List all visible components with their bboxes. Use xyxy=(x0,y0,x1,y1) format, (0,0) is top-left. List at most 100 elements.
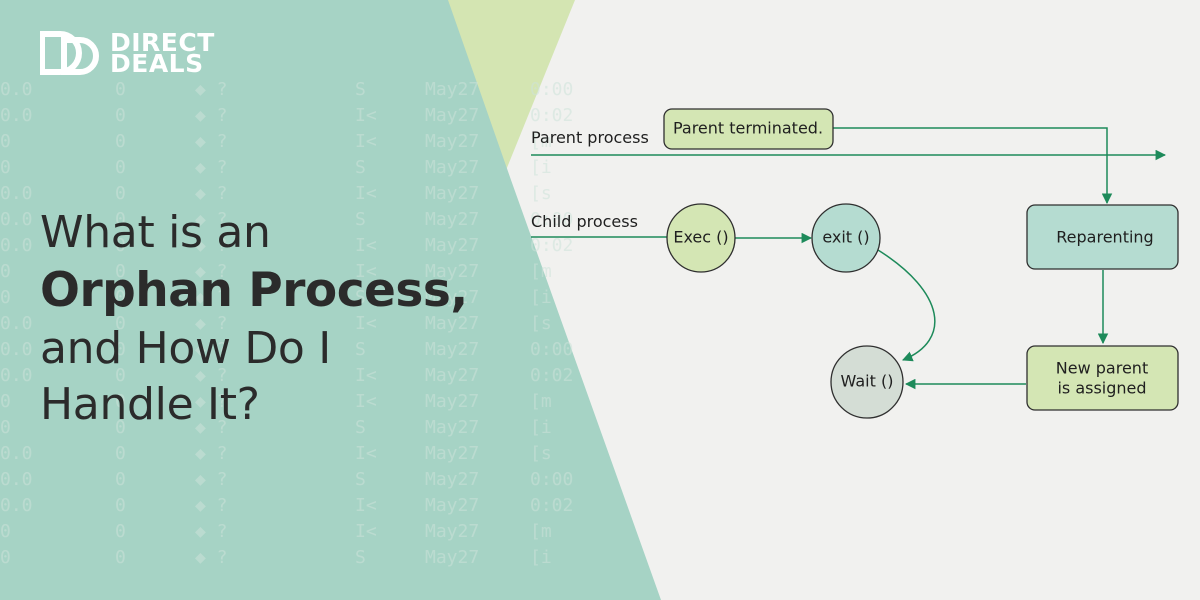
background-code-glyph: I< xyxy=(355,313,377,334)
background-code-glyph: 0 xyxy=(115,105,126,126)
background-code-glyph: 0 xyxy=(115,365,126,386)
background-code-glyph: ◆ ? xyxy=(195,261,228,282)
background-code-glyph: 0 xyxy=(115,443,126,464)
background-code-glyph: ◆ ? xyxy=(195,79,228,100)
background-code-glyph: I< xyxy=(355,365,377,386)
background-code-glyph: S xyxy=(355,157,366,178)
background-code-glyph: 0 xyxy=(115,391,126,412)
background-code-glyph: I< xyxy=(355,495,377,516)
background-code-glyph: [s xyxy=(530,183,552,204)
background-code-glyph: ◆ ? xyxy=(195,157,228,178)
reparenting-box xyxy=(1026,204,1179,270)
child-process-label: Child process xyxy=(531,212,638,231)
background-code-glyph: ◆ ? xyxy=(195,313,228,334)
background-code-glyph: May27 xyxy=(425,209,479,230)
background-code-glyph: [i xyxy=(530,417,552,438)
background-code-glyph: May27 xyxy=(425,157,479,178)
background-code-glyph: May27 xyxy=(425,261,479,282)
background-code-glyph: 0:02 xyxy=(530,235,573,256)
background-code-glyph: S xyxy=(355,287,366,308)
background-code-glyph: 0 xyxy=(115,235,126,256)
background-code-glyph: May27 xyxy=(425,287,479,308)
background-code-glyph: ◆ ? xyxy=(195,287,228,308)
background-code-glyph: ◆ ? xyxy=(195,183,228,204)
wait-label: Wait () xyxy=(841,372,894,391)
background-code-glyph: [m xyxy=(530,261,552,282)
background-code-glyph: S xyxy=(355,469,366,490)
background-code-glyph: 0 xyxy=(115,495,126,516)
background-code-glyph: ◆ ? xyxy=(195,105,228,126)
background-code-glyph: May27 xyxy=(425,521,479,542)
logo-line-direct: DIRECT xyxy=(110,28,215,57)
headline-line-4: Handle It? xyxy=(40,379,260,430)
background-code-glyph: I< xyxy=(355,131,377,152)
background-code-glyph: 0.0 xyxy=(0,235,33,256)
background-code-glyph: S xyxy=(355,547,366,568)
exec-label: Exec () xyxy=(673,228,728,247)
background-code-glyph: [i xyxy=(530,287,552,308)
direct-deals-logo: DIRECT DEALS xyxy=(40,30,215,76)
exit-node xyxy=(811,203,881,273)
background-code-glyph: 0:02 xyxy=(530,495,573,516)
background-code-glyph: [i xyxy=(530,157,552,178)
wait-node xyxy=(830,345,904,419)
background-code-glyph: 0 xyxy=(115,261,126,282)
background-code-glyph: ◆ ? xyxy=(195,521,228,542)
background-code-glyph: 0:00 xyxy=(530,339,573,360)
background-code-glyph: 0 xyxy=(115,417,126,438)
dd-logo-mark-icon xyxy=(40,31,99,75)
page-headline: What is an Orphan Process, and How Do I … xyxy=(40,205,468,433)
light-green-triangle xyxy=(445,0,575,185)
background-code-glyph: 0 xyxy=(115,131,126,152)
background-code-glyph: 0 xyxy=(0,287,11,308)
new-parent-label-line-1: New parent xyxy=(1056,359,1148,378)
background-code-glyph: May27 xyxy=(425,131,479,152)
headline-line-3: and How Do I xyxy=(40,323,331,374)
new-parent-label-line-2: is assigned xyxy=(1057,379,1146,398)
background-code-glyph: [m xyxy=(530,131,552,152)
background-code-glyph: 0 xyxy=(115,313,126,334)
exit-to-wait-arrow xyxy=(877,249,936,362)
background-code-glyph: 0:02 xyxy=(530,105,573,126)
background-code-glyph: 0:00 xyxy=(530,469,573,490)
background-code-glyph: 0 xyxy=(115,547,126,568)
background-code-glyph: I< xyxy=(355,105,377,126)
headline-line-2: Orphan Process, xyxy=(40,263,468,318)
background-code-glyph: 0:00 xyxy=(530,209,573,230)
background-code-glyph: 0 xyxy=(115,183,126,204)
teal-panel xyxy=(0,0,661,600)
background-code-glyph: 0.0 xyxy=(0,105,33,126)
background-code-glyph: ◆ ? xyxy=(195,339,228,360)
background-code-glyph: I< xyxy=(355,443,377,464)
reparenting-label: Reparenting xyxy=(1056,228,1153,247)
background-code-glyph: 0 xyxy=(0,417,11,438)
background-code-glyph: May27 xyxy=(425,391,479,412)
new-parent-box xyxy=(1026,345,1179,411)
background-code-glyph: 0 xyxy=(115,521,126,542)
background-code-glyph: May27 xyxy=(425,313,479,334)
background-code-glyph: 0 xyxy=(115,339,126,360)
terminated-to-reparenting-arrow xyxy=(833,127,1113,205)
background-code-glyph: 0 xyxy=(115,79,126,100)
background-code-glyph: 0 xyxy=(115,209,126,230)
background-code-glyph: ◆ ? xyxy=(195,391,228,412)
background-code-glyph: May27 xyxy=(425,105,479,126)
background-code-glyph: 0:00 xyxy=(530,79,573,100)
background-code-glyph: ◆ ? xyxy=(195,235,228,256)
background-code-glyph: [m xyxy=(530,521,552,542)
background-code-glyph: ◆ ? xyxy=(195,495,228,516)
background-code-glyph: 0.0 xyxy=(0,469,33,490)
background-code-glyph: 0.0 xyxy=(0,183,33,204)
background-code-glyph: S xyxy=(355,417,366,438)
background-code-glyph: 0 xyxy=(115,287,126,308)
background-code-glyph: May27 xyxy=(425,547,479,568)
background-code-glyph: S xyxy=(355,339,366,360)
background-code-glyph: May27 xyxy=(425,365,479,386)
background-code-glyph: May27 xyxy=(425,79,479,100)
background-code-glyph: 0.0 xyxy=(0,495,33,516)
background-code-glyph: ◆ ? xyxy=(195,209,228,230)
background-code-glyph: 0.0 xyxy=(0,365,33,386)
headline-line-1: What is an xyxy=(40,207,271,258)
background-code-glyph: May27 xyxy=(425,469,479,490)
